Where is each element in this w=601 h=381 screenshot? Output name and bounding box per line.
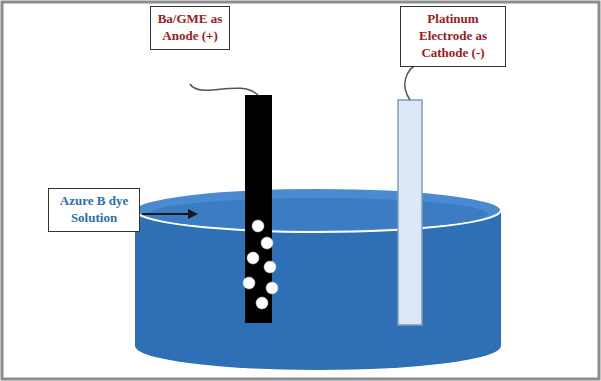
liquid-surface [148,198,488,230]
gas-bubbles [243,220,278,309]
label-box: Azure B dye Solution [48,188,140,232]
pointer-arrow [142,213,196,215]
label-text: Ba/GME as Anode (+) [156,11,224,45]
beaker-rim [135,188,501,232]
cathode-electrode [398,100,422,325]
anode-wire [190,84,258,95]
label-box: Ba/GME as Anode (+) [150,6,230,50]
beaker-body [135,210,501,370]
label-text: Azure B dye Solution [54,193,134,227]
label-box: Platinum Electrode as Cathode (-) [400,6,506,67]
cathode-wire [405,62,420,100]
label-text: Platinum Electrode as Cathode (-) [406,11,500,62]
